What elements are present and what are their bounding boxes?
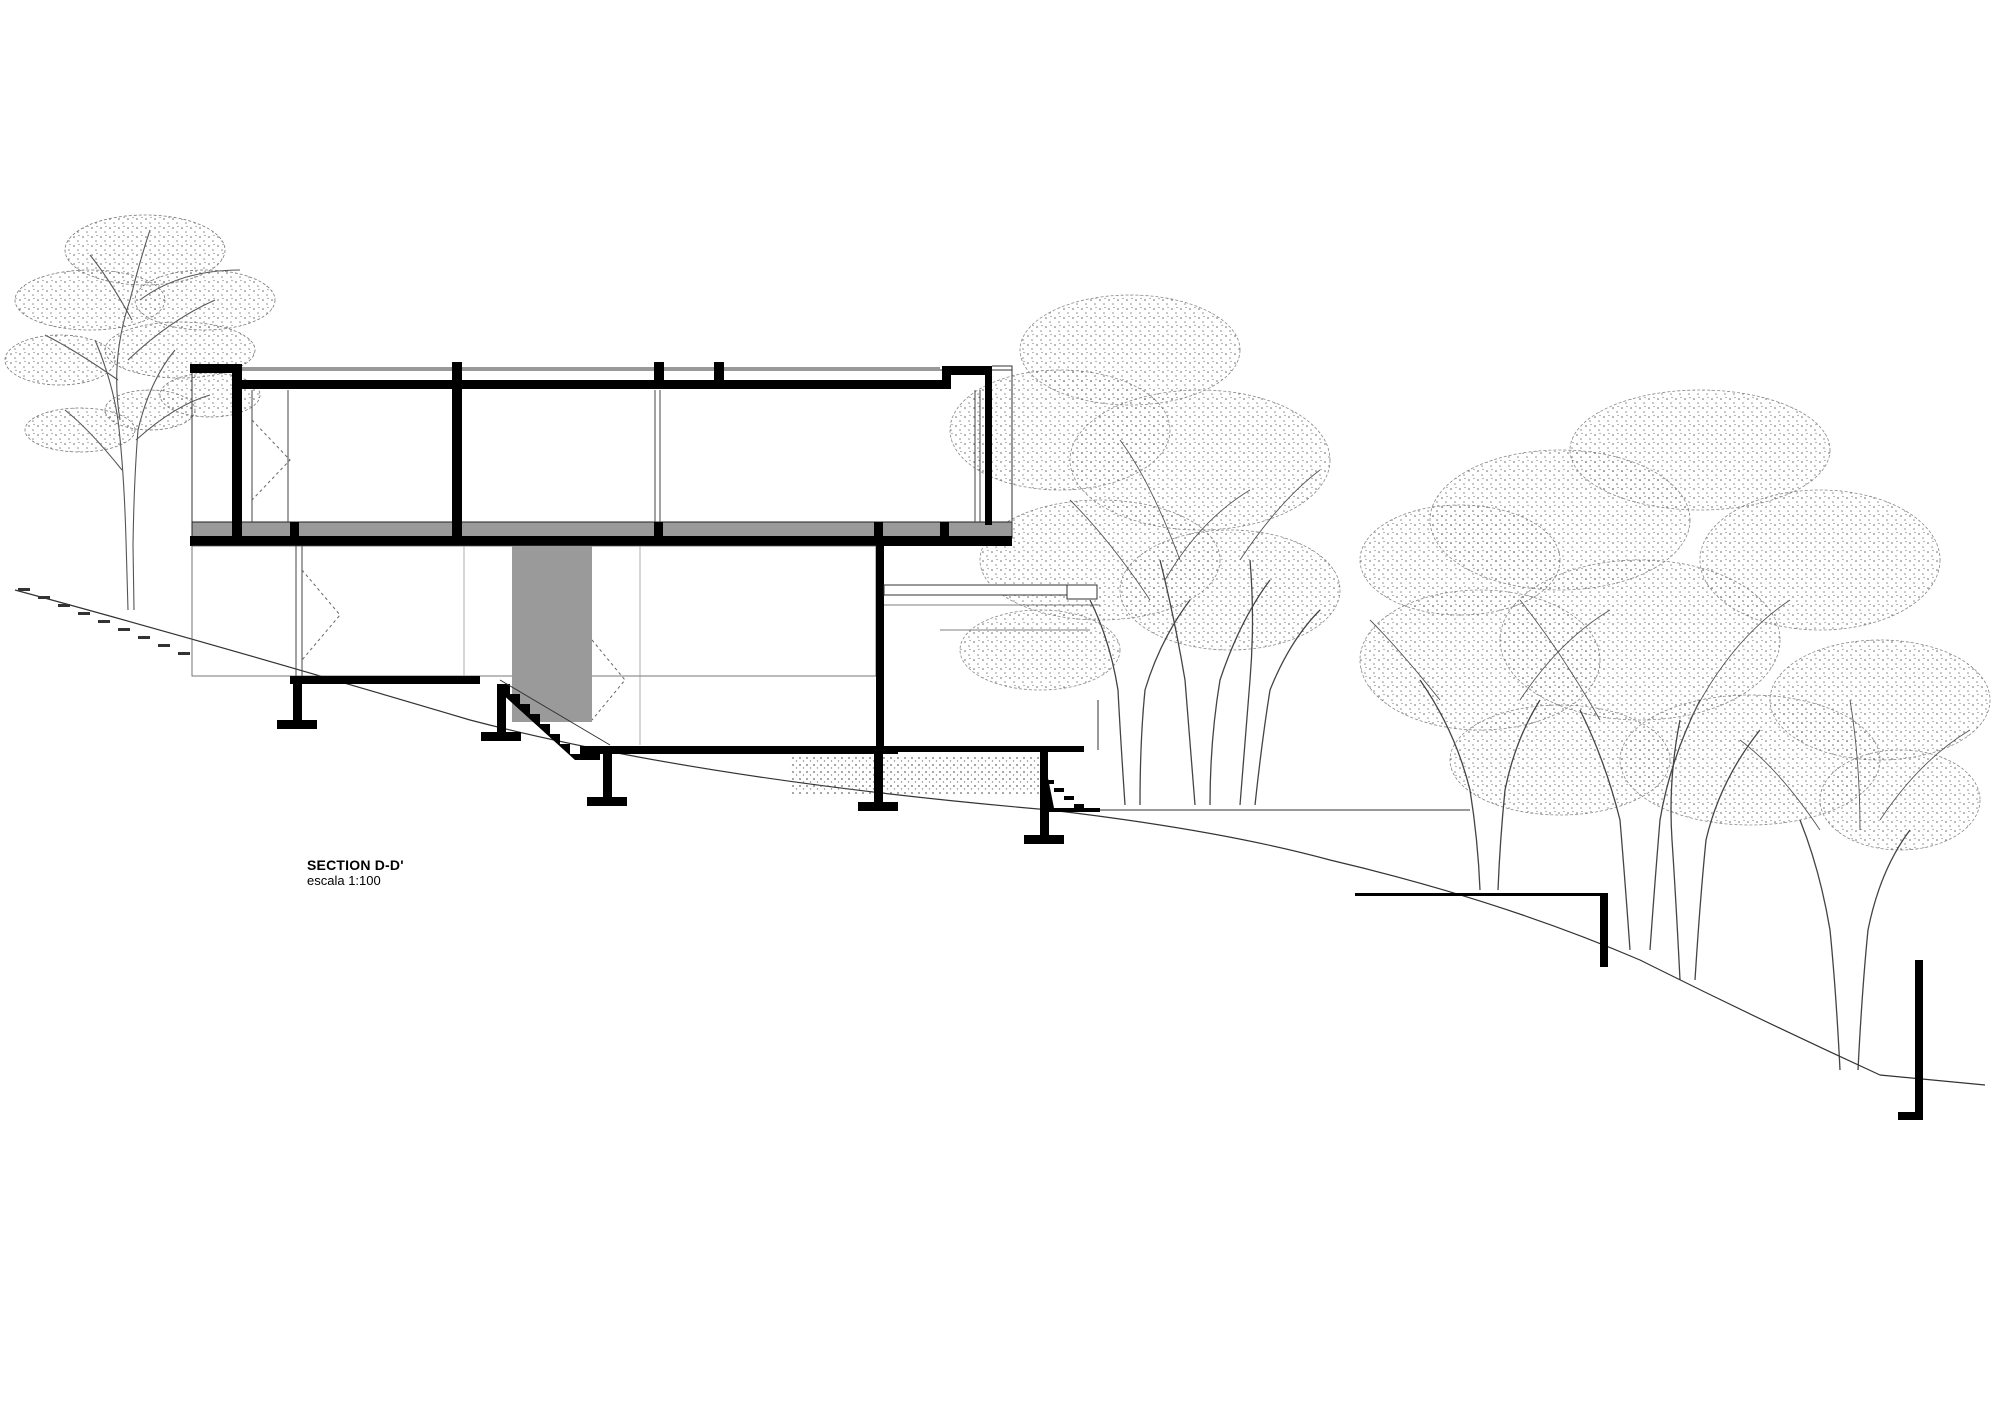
exterior-stair [1044,778,1100,812]
drawing-label: SECTION D-D' escala 1:100 [307,857,404,888]
foundations [277,684,1064,844]
soil-fill [790,755,1040,795]
upper-floor [190,362,1013,539]
garden-steps [18,588,190,655]
trees-right-canopy [949,294,1991,851]
trees-right-branches [1069,439,1971,831]
lower-floor [191,545,1100,750]
ground-profile [14,589,1986,1086]
scale-note: escala 1:100 [307,873,381,888]
retaining-walls [1355,893,1923,1120]
drawing-title: SECTION D-D' [307,857,404,873]
main-floor-beam [190,522,1012,546]
interior-stair [499,679,614,760]
trees-right-trunks [1089,559,1911,1071]
